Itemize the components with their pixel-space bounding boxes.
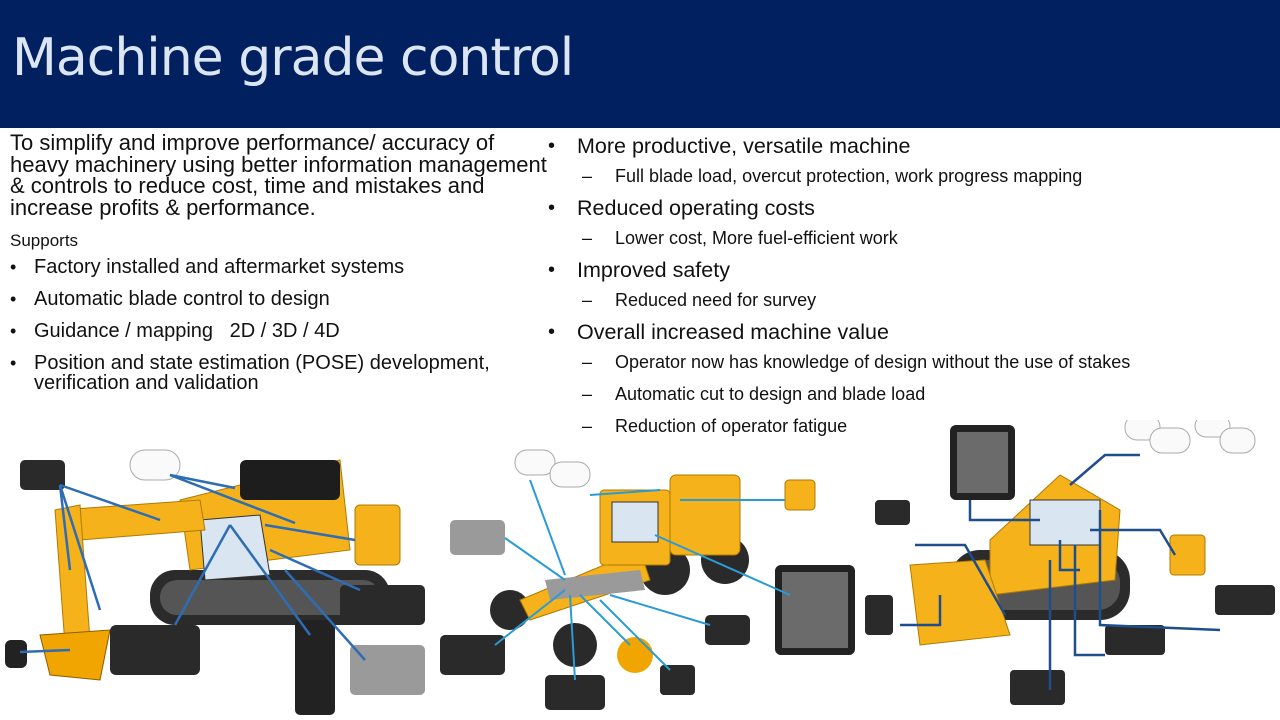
benefit-subitem: – Reduced need for survey <box>548 286 1278 314</box>
bullet-marker: • <box>548 135 556 157</box>
bullet-marker: • <box>548 197 556 219</box>
supports-list: Factory installed and aftermarket system… <box>10 257 550 393</box>
bullet-marker: • <box>548 321 556 343</box>
motor-grader-icon <box>440 449 855 710</box>
benefit-subtext: Full blade load, overcut protection, wor… <box>615 166 1083 186</box>
benefit-subitem: – Automatic cut to design and blade load <box>548 380 1278 408</box>
benefit-text: Improved safety <box>577 258 730 282</box>
dash-marker: – <box>582 290 593 310</box>
support-item: Guidance / mapping 2D / 3D / 4D <box>10 321 550 341</box>
left-column: To simplify and improve performance/ acc… <box>10 132 550 405</box>
benefit-subitem: – Full blade load, overcut protection, wo… <box>548 162 1278 190</box>
supports-label: Supports <box>10 231 79 250</box>
benefit-item: • Overall increased machine value <box>548 318 1278 346</box>
support-item: Position and state estimation (POSE) dev… <box>10 353 550 393</box>
benefit-subitem: – Lower cost, More fuel-efficient work <box>548 224 1278 252</box>
benefit-subitem: – Reduction of operator fatigue <box>548 412 1278 440</box>
benefit-subtext: Lower cost, More fuel-efficient work <box>615 228 898 248</box>
support-item: Factory installed and aftermarket system… <box>10 257 550 277</box>
benefit-text: Overall increased machine value <box>577 320 889 344</box>
benefit-subtext: Reduction of operator fatigue <box>615 416 848 436</box>
title-bar: Machine grade control <box>0 0 1280 128</box>
machines-illustration <box>5 420 1275 715</box>
excavator-icon <box>5 449 425 715</box>
bulldozer-icon <box>865 420 1275 705</box>
benefit-item: • Improved safety <box>548 256 1278 284</box>
benefit-text: More productive, versatile machine <box>577 134 911 158</box>
benefit-subtext: Reduced need for survey <box>615 290 817 310</box>
benefit-subitem: – Operator now has knowledge of design wi… <box>548 348 1278 376</box>
dash-marker: – <box>582 384 593 404</box>
benefit-subtext: Automatic cut to design and blade load <box>615 384 926 404</box>
benefit-text: Reduced operating costs <box>577 196 815 220</box>
intro-text: To simplify and improve performance/ acc… <box>10 130 547 220</box>
benefit-subtext: Operator now has knowledge of design wit… <box>615 352 1131 372</box>
benefits-list: • More productive, versatile machine – Full… <box>548 132 1278 444</box>
dash-marker: – <box>582 166 593 186</box>
dash-marker: – <box>582 228 593 248</box>
support-item: Automatic blade control to design <box>10 289 550 309</box>
bullet-marker: • <box>548 259 556 281</box>
dash-marker: – <box>582 352 593 372</box>
benefit-item: • Reduced operating costs <box>548 194 1278 222</box>
benefit-item: • More productive, versatile machine <box>548 132 1278 160</box>
dash-marker: – <box>582 416 593 436</box>
slide-title: Machine grade control <box>12 28 574 88</box>
